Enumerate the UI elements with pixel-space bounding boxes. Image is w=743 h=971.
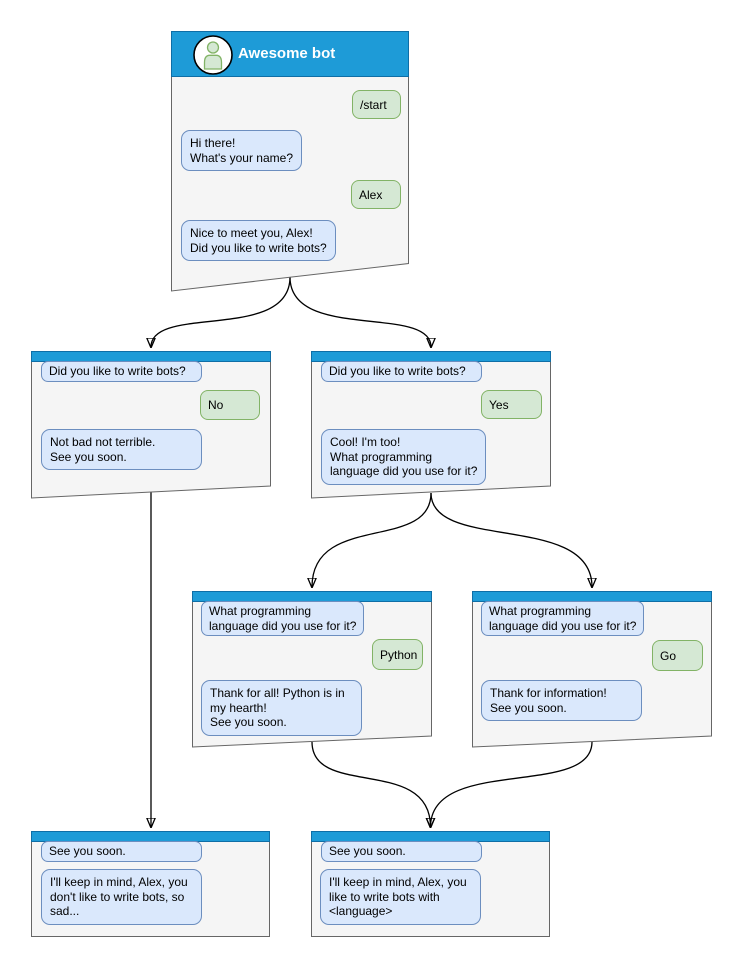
person-icon xyxy=(193,35,233,75)
bot-message: Thank for information! See you soon. xyxy=(481,680,642,721)
bot-message: Not bad not terrible. See you soon. xyxy=(41,429,202,470)
node-branch-yes: Did you like to write bots? Yes Cool! I'… xyxy=(311,351,551,499)
user-message-name: Alex xyxy=(351,180,401,209)
bot-message: I'll keep in mind, Alex, you don't like … xyxy=(41,869,202,925)
user-reply-go: Go xyxy=(652,640,703,671)
node-branch-go: What programming language did you use fo… xyxy=(472,591,712,748)
edge-go-to-end xyxy=(431,741,593,827)
bot-message: Nice to meet you, Alex! Did you like to … xyxy=(181,220,336,261)
bot-message: I'll keep in mind, Alex, you like to wri… xyxy=(320,869,481,925)
node-end-no: See you soon. I'll keep in mind, Alex, y… xyxy=(31,831,270,937)
user-reply-python: Python xyxy=(372,639,423,670)
edge-python-to-end xyxy=(311,741,431,827)
user-reply-no: No xyxy=(200,390,260,420)
bot-message: Thank for all! Python is in my hearth! S… xyxy=(201,680,362,736)
node-end-yes: See you soon. I'll keep in mind, Alex, y… xyxy=(311,831,550,937)
bot-message: Cool! I'm too! What programming language… xyxy=(321,429,487,485)
window-titlebar: Awesome bot xyxy=(172,32,408,76)
window-title: Awesome bot xyxy=(238,45,336,62)
bot-message: What programming language did you use fo… xyxy=(201,601,365,636)
bot-message: Did you like to write bots? xyxy=(41,361,202,382)
bot-message: See you soon. xyxy=(41,841,202,862)
edge-yes-to-go xyxy=(430,492,592,587)
user-message-start: /start xyxy=(352,90,401,119)
user-reply-yes: Yes xyxy=(481,390,542,419)
edge-yes-to-python xyxy=(312,492,432,587)
node-branch-no: Did you like to write bots? No Not bad n… xyxy=(31,351,271,499)
bot-message: What programming language did you use fo… xyxy=(481,601,645,636)
node-branch-python: What programming language did you use fo… xyxy=(192,591,432,748)
bot-message: Did you like to write bots? xyxy=(321,361,482,382)
node-main-chat: Awesome bot /start Hi there! What's your… xyxy=(171,31,409,293)
bot-message: Hi there! What's your name? xyxy=(181,130,303,171)
bot-message: See you soon. xyxy=(321,841,482,862)
